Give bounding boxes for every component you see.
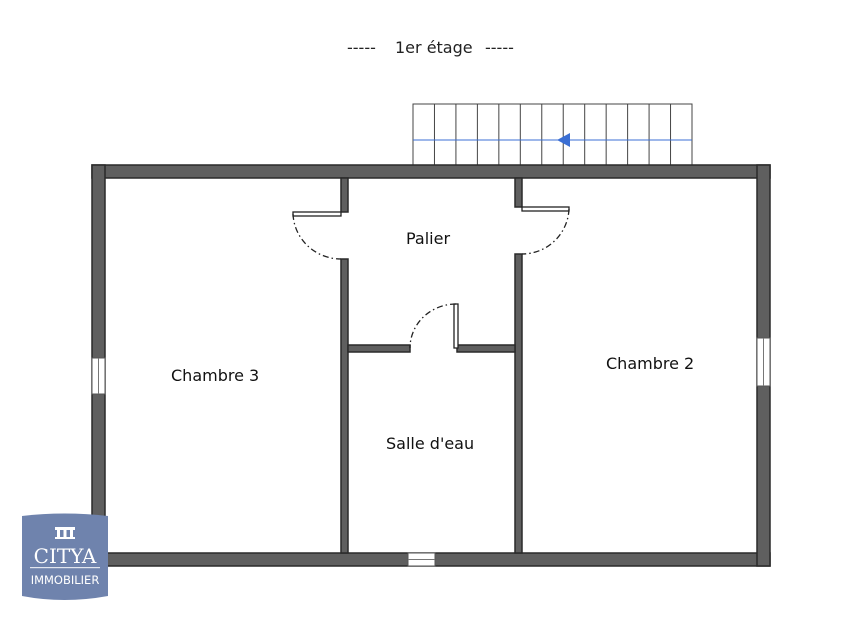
window-left	[91, 357, 106, 395]
door-salle-eau	[409, 303, 459, 349]
floor-title-dash-right: -----	[485, 38, 514, 57]
door-chambre2	[521, 206, 570, 255]
columns-icon	[55, 527, 75, 539]
room-label-salle-eau: Salle d'eau	[386, 434, 474, 453]
window-right	[756, 337, 771, 387]
room-label-chambre-3: Chambre 3	[171, 366, 259, 385]
staircase	[412, 103, 693, 167]
citya-logo: CITYA IMMOBILIER	[22, 513, 108, 600]
window-bottom	[407, 552, 436, 567]
logo-name: CITYA	[34, 544, 97, 568]
stair-direction-arrow-icon	[557, 133, 570, 147]
floor-title-dash-left: -----	[347, 38, 376, 57]
door-chambre3	[292, 211, 342, 260]
floor-title: 1er étage	[395, 38, 473, 57]
room-label-chambre-2: Chambre 2	[606, 354, 694, 373]
inner-walls	[340, 177, 523, 554]
room-label-palier: Palier	[406, 229, 450, 248]
logo-subtitle: IMMOBILIER	[31, 573, 100, 587]
